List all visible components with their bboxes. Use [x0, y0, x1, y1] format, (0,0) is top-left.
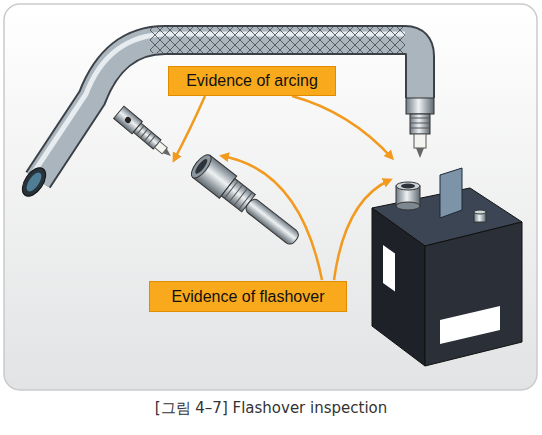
- fitting-nut: [406, 98, 434, 114]
- callout-text: Evidence of flashover: [172, 288, 325, 306]
- plug-terminal: [188, 152, 305, 252]
- lead-body: [38, 40, 420, 180]
- lead-outline: [38, 40, 420, 180]
- leader-arrow: [174, 96, 205, 160]
- stud-top: [474, 210, 486, 214]
- figure-caption: [그림 4–7] Flashover inspection: [0, 399, 542, 418]
- fitting-tip: [163, 149, 173, 159]
- terminal-bore: [401, 184, 415, 189]
- lead-end-insulation: [24, 170, 45, 194]
- fitting-tip: [416, 148, 424, 158]
- fitting-insulator: [414, 134, 426, 148]
- callout-box: Evidence of flashover: [149, 281, 347, 312]
- left-fitting: [114, 106, 176, 162]
- lead-highlight: [34, 34, 405, 172]
- thread-lines: [410, 118, 430, 128]
- fitting-thread: [410, 114, 430, 134]
- box-front: [425, 222, 522, 366]
- ignition-lead: [18, 27, 420, 200]
- exciter-box: [372, 168, 522, 366]
- terminal-mouth: [188, 152, 215, 181]
- leader-arrow: [292, 96, 392, 158]
- terminal-bore: [193, 157, 209, 175]
- fitting-hole: [124, 116, 132, 124]
- terminal-base: [396, 202, 420, 210]
- callout-text: Evidence of arcing: [186, 72, 318, 90]
- right-fitting: [406, 98, 434, 158]
- callout-box: Evidence of arcing: [168, 66, 336, 96]
- thread-lines: [136, 126, 155, 145]
- leader-arrow: [334, 180, 390, 280]
- braid-shield: [150, 27, 405, 53]
- panel-background: [4, 4, 537, 390]
- box-flap: [440, 168, 462, 218]
- terminal-top: [396, 182, 420, 190]
- box-label: [440, 306, 500, 344]
- leader-arrows: [174, 96, 392, 280]
- box-plate: [383, 245, 395, 291]
- box-side: [372, 208, 425, 366]
- leader-arrow: [222, 156, 322, 280]
- lead-end: [18, 164, 51, 201]
